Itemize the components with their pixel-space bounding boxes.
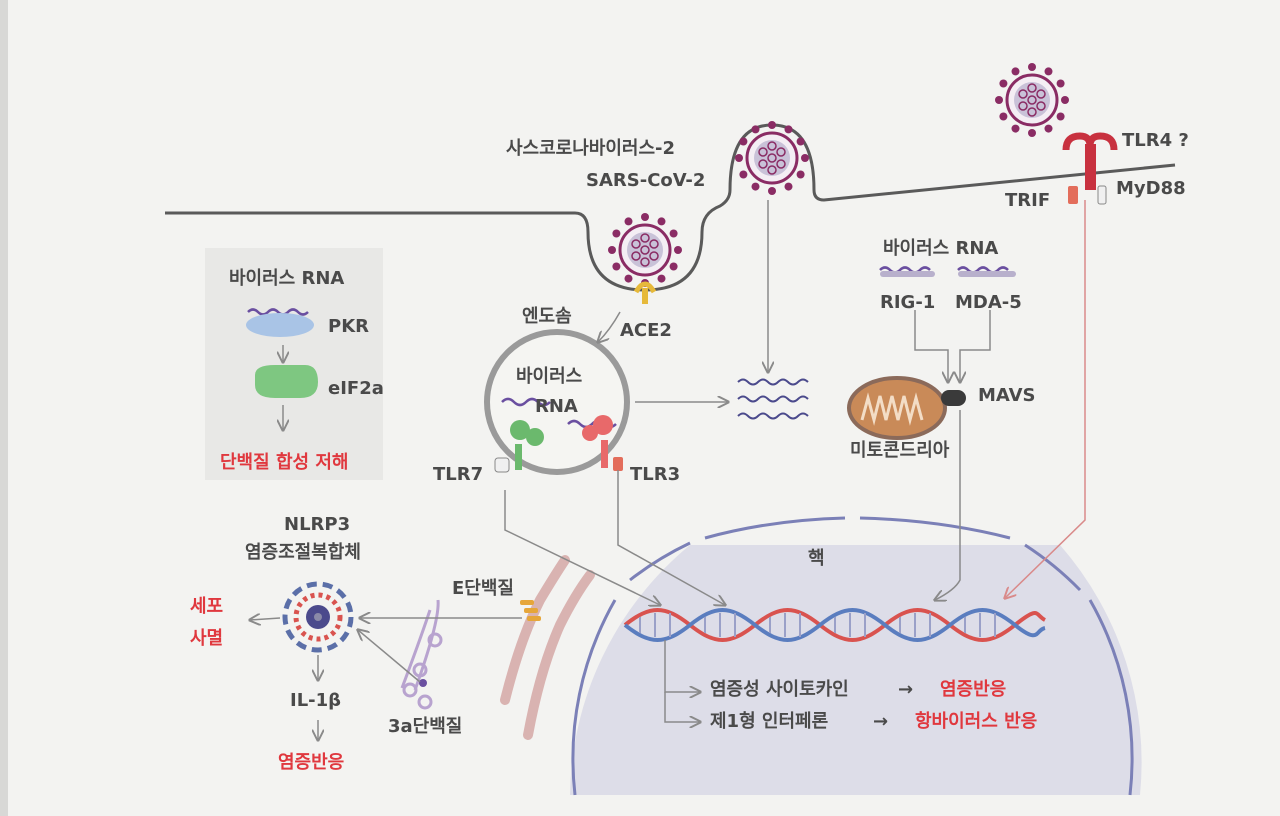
mitochondria-label: 미토콘드리아 <box>850 440 950 461</box>
e-protein-label: E단백질 <box>452 578 514 599</box>
arrow-rig1-mavs <box>914 310 948 382</box>
tlr7-receptor <box>510 420 544 470</box>
page-edge <box>0 0 8 816</box>
myd88-label: MyD88 <box>1116 178 1186 199</box>
mavs-label: MAVS <box>978 385 1036 406</box>
tlr7-adapter <box>494 457 510 473</box>
virus-name-kr: 사스코로나바이러스-2 <box>506 138 676 159</box>
tlr3-receptor <box>582 415 613 468</box>
arrow-3a-nlrp3 <box>358 630 421 683</box>
nlrp3-inflammasome <box>282 581 354 653</box>
trif-adapter <box>1068 186 1078 204</box>
ace2-label: ACE2 <box>620 320 672 341</box>
endoplasmic-reticulum <box>500 555 595 740</box>
e-protein-markers <box>520 600 541 621</box>
inflammation-right-label: 염증반응 <box>940 679 1007 700</box>
apoptosis-label-1: 세포 <box>190 596 224 617</box>
mda5-rna <box>957 266 1016 277</box>
mda5-label: MDA-5 <box>955 292 1022 313</box>
endosome-rna-label-1: 바이러스 <box>516 366 583 387</box>
virus-budding <box>733 119 811 197</box>
protein-inhibition-label: 단백질 합성 저해 <box>220 452 349 473</box>
pkr-label: PKR <box>328 316 370 337</box>
eif2a-label: eIF2a <box>328 378 384 399</box>
arrow-tlr3-dna <box>617 470 725 605</box>
arrow-glyph-1: → <box>898 679 914 700</box>
antiviral-label: 항바이러스 반응 <box>915 711 1038 732</box>
eif2a-protein <box>255 365 318 398</box>
protein-3a-marker <box>419 679 427 687</box>
pkr-box-title: 바이러스 RNA <box>229 268 345 289</box>
inflammation-left-label: 염증반응 <box>278 752 345 773</box>
virus-tlr4 <box>993 61 1071 139</box>
arrow-glyph-2: → <box>873 711 889 732</box>
tlr7-label: TLR7 <box>433 464 484 485</box>
tlr4-receptor <box>1062 132 1118 190</box>
protein-3a-label: 3a단백질 <box>388 716 463 737</box>
golgi-vesicles <box>400 599 443 710</box>
tlr4-label: TLR4 ? <box>1122 130 1189 151</box>
rig1-rna <box>879 266 935 277</box>
arrow-tlr7-dna <box>504 490 660 605</box>
endosome-label: 엔도솜 <box>522 306 572 327</box>
arrow-tlr4-dna <box>1005 200 1086 598</box>
myd88-adapter <box>1097 185 1107 205</box>
trif-label: TRIF <box>1005 190 1051 211</box>
dna-helix <box>623 608 1047 642</box>
arrow-nlrp3-apoptosis <box>250 618 281 620</box>
cell-membrane <box>165 123 1176 292</box>
arrow-dna-interferon <box>664 692 700 722</box>
nucleus <box>570 516 1142 796</box>
rig1-label: RIG-1 <box>880 292 936 313</box>
endosome-rna-label-2: RNA <box>535 396 578 417</box>
il1b-label: IL-1β <box>290 690 342 711</box>
pkr-protein <box>246 313 314 337</box>
tlr3-adapter <box>613 457 623 471</box>
mavs-protein <box>941 390 966 406</box>
arrow-mavs-dna <box>935 410 961 600</box>
released-rna <box>737 378 809 420</box>
cyto-rna-label: 바이러스 RNA <box>883 238 999 259</box>
apoptosis-label-2: 사멸 <box>190 628 224 649</box>
ace2-receptor <box>633 281 657 304</box>
mitochondria <box>847 376 947 440</box>
arrow-to-endosome <box>598 311 621 342</box>
nlrp3-label-1: NLRP3 <box>284 514 351 535</box>
virus-name-en: SARS-CoV-2 <box>586 170 706 191</box>
tlr3-label: TLR3 <box>630 464 681 485</box>
virus-endocytosed <box>606 211 684 289</box>
pkr-panel <box>205 248 383 480</box>
nlrp3-label-2: 염증조절복합체 <box>245 542 361 563</box>
interferon-label: 제1형 인터페론 <box>710 711 829 732</box>
cytokine-label: 염증성 사이토카인 <box>710 679 849 700</box>
endosome <box>484 329 630 475</box>
nucleus-label: 핵 <box>808 548 825 569</box>
arrow-mda5-mavs <box>960 310 991 382</box>
